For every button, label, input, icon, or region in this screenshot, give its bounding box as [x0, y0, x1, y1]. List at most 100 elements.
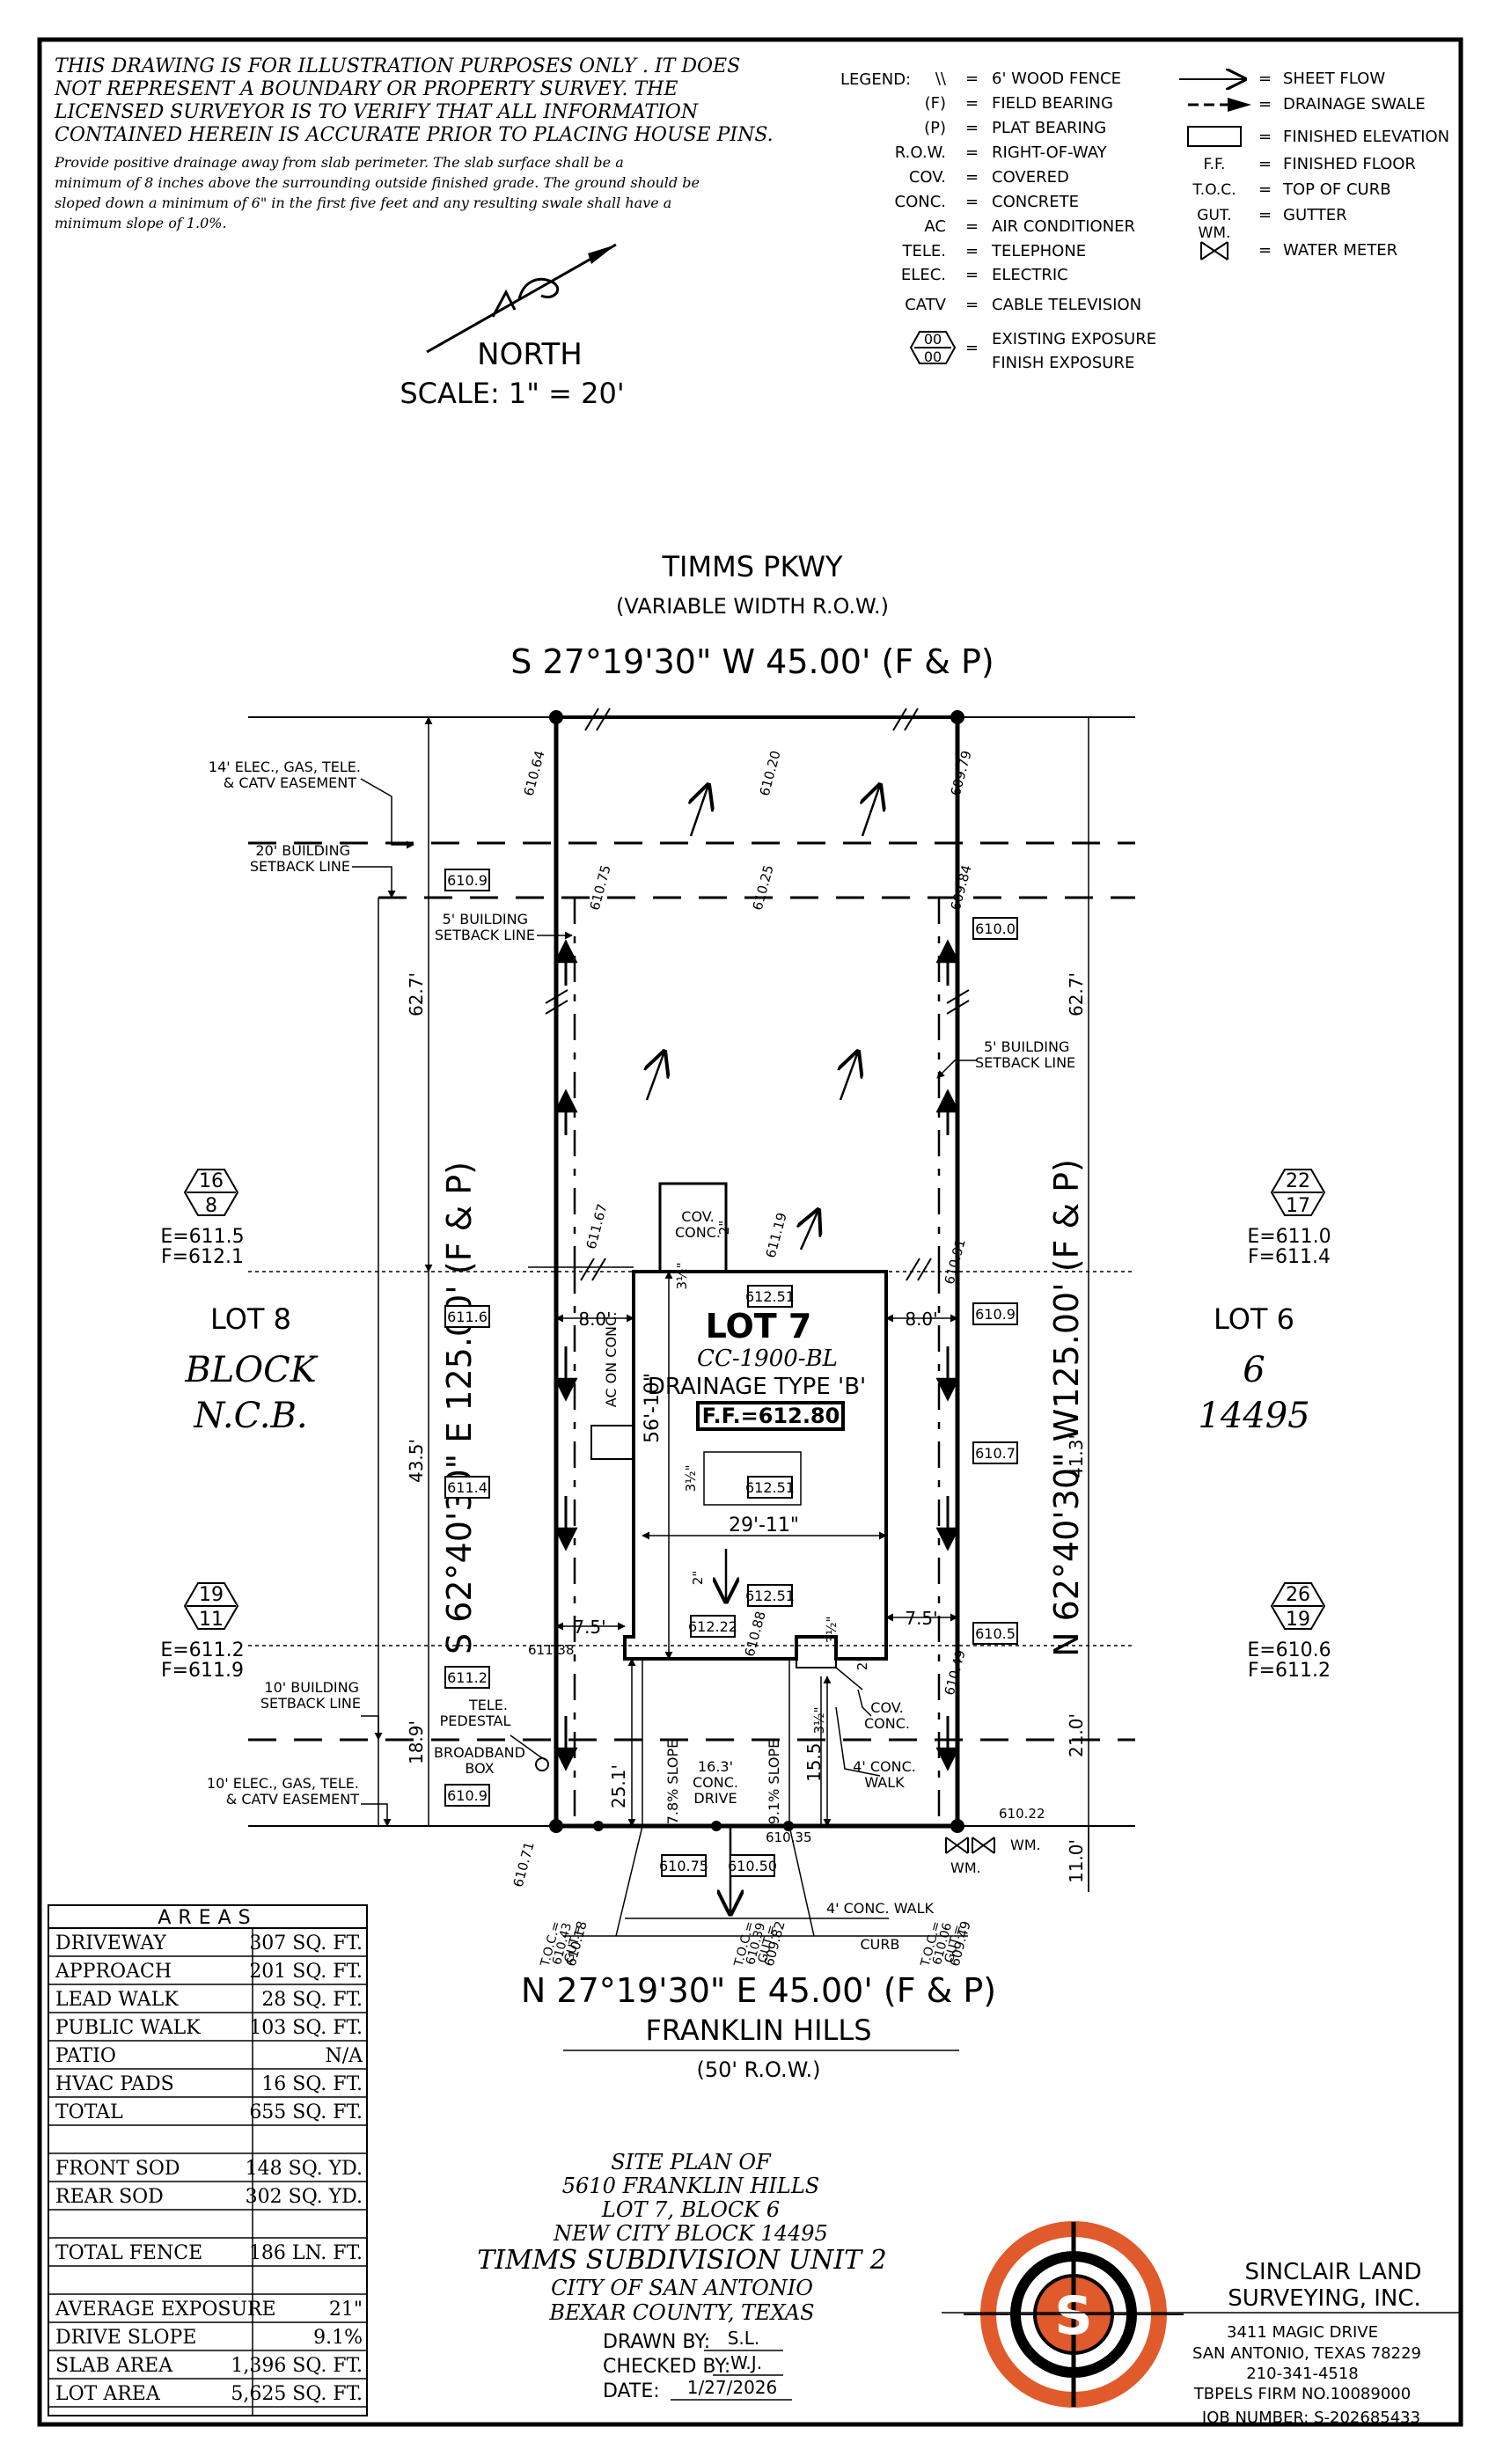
sheet-border: [37, 37, 1463, 2427]
legend-equals: =: [1258, 128, 1272, 146]
spot-elevation: 609.79: [948, 749, 975, 797]
house-width: 29'-11": [729, 1514, 799, 1536]
street-bottom-row: (50' R.O.W.): [696, 2057, 820, 2082]
dimension-text: 8.0': [578, 1309, 611, 1330]
water-meter-icon: [1200, 241, 1228, 260]
easement-label: & CATV EASEMENT: [226, 1791, 359, 1808]
setback-label: 10' BUILDING: [264, 1679, 359, 1696]
dimension-text: 18.9': [406, 1720, 427, 1764]
legend-symbol: (F): [925, 94, 946, 113]
company-name-1: SINCLAIR LAND: [1245, 2259, 1422, 2285]
drive-label: 16.3': [698, 1758, 733, 1775]
area-value: 21": [329, 2299, 363, 2321]
drainage-type: DRAINAGE TYPE 'B': [648, 1374, 866, 1400]
legend-symbol: GUT.: [1197, 207, 1231, 224]
svg-text:LICENSED SURVEYOR IS TO VERIFY: LICENSED SURVEYOR IS TO VERIFY THAT ALL …: [54, 101, 699, 123]
spot-elevation: 610.75: [587, 863, 614, 912]
legend-symbol: \\: [935, 70, 947, 88]
sheet-flow-arrows: [647, 785, 880, 1914]
legend-desc: TOP OF CURB: [1282, 180, 1391, 199]
exposure-finish: 8: [205, 1195, 217, 1217]
finished-elevation: 610.9: [447, 1787, 488, 1804]
area-value: 307 SQ. FT.: [249, 1932, 363, 1954]
area-value: 655 SQ. FT.: [249, 2101, 363, 2123]
water-meter-site-icon: [945, 1837, 995, 1854]
spot-elevation: 611.38: [528, 1642, 575, 1658]
area-label: HVAC PADS: [55, 2073, 174, 2095]
elevation-box: [747, 1285, 793, 1308]
svg-text:NOT REPRESENT A BOUNDARY OR PR: NOT REPRESENT A BOUNDARY OR PROPERTY SUR…: [54, 78, 678, 100]
legend-desc: DRAINAGE SWALE: [1283, 95, 1426, 114]
title-line: LOT 7, BLOCK 6: [601, 2197, 780, 2222]
svg-text:Provide positive drainage away: Provide positive drainage away from slab…: [54, 154, 624, 171]
elevation-box: [747, 1584, 793, 1607]
area-value: 16 SQ. FT.: [261, 2073, 363, 2095]
area-label: DRIVEWAY: [55, 1932, 166, 1954]
street-bottom-name: FRANKLIN HILLS: [646, 2013, 872, 2047]
dimension-text: 25.1': [608, 1764, 629, 1808]
svg-text:EXISTING EXPOSURE: EXISTING EXPOSURE: [992, 330, 1156, 348]
job-number: JOB NUMBER: S-202685433: [1201, 2409, 1420, 2427]
spot-elevation: 610.64: [521, 749, 548, 797]
svg-text:CONTAINED HEREIN IS ACCURATE P: CONTAINED HEREIN IS ACCURATE PRIOR TO PL…: [55, 124, 774, 146]
setback-label: 5' BUILDING: [443, 911, 528, 928]
legend-equals: =: [1258, 206, 1272, 224]
legend-equals: =: [965, 94, 979, 113]
legend-desc: FIELD BEARING: [992, 94, 1113, 113]
area-value: 1,396 SQ. FT.: [231, 2355, 363, 2377]
exposure-e: E=611.5: [160, 1226, 244, 1248]
company-logo: S: [964, 2221, 1184, 2408]
bearing-top: S 27°19'30" W 45.00' (F & P): [510, 642, 994, 681]
slope-label: 3½": [674, 1263, 690, 1290]
adjacent-block: BLOCK: [184, 1350, 318, 1390]
area-label: DRIVE SLOPE: [55, 2327, 196, 2349]
slope-label: 2": [854, 1656, 870, 1670]
elevation-box: [444, 1666, 490, 1689]
legend-symbol: COV.: [909, 168, 946, 187]
elevation-box: [444, 1305, 490, 1328]
exposure-e: E=611.0: [1247, 1226, 1331, 1248]
street-top-row: (VARIABLE WIDTH R.O.W.): [616, 594, 889, 619]
elevation-box: [730, 1854, 775, 1877]
covered-concrete-front: [796, 1636, 837, 1668]
setback-lines: [248, 841, 1135, 1826]
area-label: AVERAGE EXPOSURE: [55, 2299, 276, 2321]
broadband-label: BOX: [465, 1760, 494, 1777]
areas-title: AREAS: [158, 1907, 257, 1929]
elevation-box: [444, 1476, 490, 1499]
exposure-hex-icon: [183, 1582, 239, 1630]
area-value: N/A: [325, 2045, 363, 2067]
spot-elevation: 610.71: [510, 1840, 538, 1888]
legend-desc: CONCRETE: [992, 193, 1079, 211]
company-name-2: SURVEYING, INC.: [1228, 2285, 1421, 2312]
company-address-2: SAN ANTONIO, TEXAS 78229: [1192, 2344, 1421, 2363]
finished-elevation: 612.51: [745, 1588, 795, 1604]
title-line: CITY OF SAN ANTONIO: [551, 2276, 813, 2300]
exposure-f: F=611.2: [1248, 1660, 1331, 1682]
area-value: 9.1%: [313, 2327, 363, 2349]
finished-elevation: 610.75: [659, 1858, 708, 1874]
tele-pedestal-label: PEDESTAL: [440, 1712, 511, 1729]
exposure-existing: 19: [199, 1584, 224, 1606]
subdivision-title: TIMMS SUBDIVISION UNIT 2: [477, 2245, 886, 2276]
north-label: NORTH: [477, 337, 583, 372]
exposure-legend-icon: [909, 331, 957, 364]
elevation-box: [690, 1615, 736, 1638]
tele-pedestal-icon: [535, 1757, 549, 1771]
exposure-f: F=612.1: [161, 1246, 244, 1268]
finished-elevation: 611.2: [447, 1669, 488, 1686]
dimension-text: 62.7': [406, 972, 427, 1016]
legend-symbol: TELE.: [902, 242, 947, 260]
finished-elevation: 612.51: [745, 1288, 795, 1305]
checked-by-value: W.J.: [730, 2352, 762, 2373]
area-value: 201 SQ. FT.: [249, 1961, 363, 1983]
legend-desc: GUTTER: [1283, 206, 1347, 224]
exposure-finish: 19: [1286, 1609, 1310, 1631]
leader-lines: [352, 778, 977, 1827]
dimension-text: 43.5': [406, 1439, 427, 1483]
drainage-swale-arrows: [554, 939, 960, 1771]
adjacent-lot-8: LOT 8: [210, 1302, 291, 1336]
svg-text:=: =: [965, 339, 979, 357]
legend-desc: RIGHT-OF-WAY: [992, 143, 1108, 162]
legend-symbol: WM.: [1199, 224, 1231, 242]
